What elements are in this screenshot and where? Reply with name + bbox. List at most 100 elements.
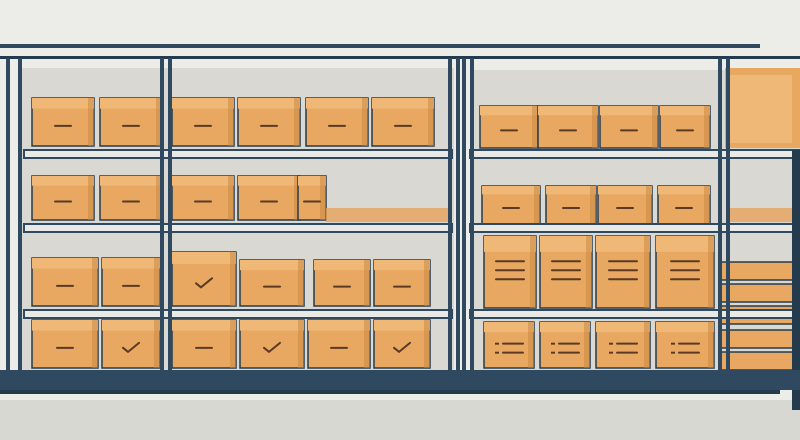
box-side-shade (428, 98, 434, 146)
box-side-shade (644, 322, 650, 368)
box-left-shelf2-3 (171, 175, 235, 221)
box-lid (238, 98, 300, 109)
box-lid (484, 322, 534, 333)
box-lid (32, 176, 94, 186)
box-lid (596, 236, 650, 252)
box-side-shade (88, 176, 94, 220)
box-side-shade (532, 106, 538, 148)
box-left-shelf3-3 (171, 251, 237, 307)
right-shelf-board-1 (469, 149, 800, 159)
box-right-shelf3-3 (595, 235, 651, 309)
box-side-shade (530, 236, 536, 308)
box-side-shade (320, 176, 326, 220)
box-left-shelf3-4 (239, 259, 305, 307)
box-left-shelf1-5 (305, 97, 369, 147)
box-check-mark (393, 341, 411, 354)
box-left-shelf2-1 (31, 175, 95, 221)
box-side-shade (364, 260, 370, 306)
right-unit-upright-4 (726, 58, 730, 388)
box-left-shelf4-6 (373, 319, 431, 369)
box-lid (658, 186, 710, 195)
box-side-shade (298, 320, 304, 368)
box-lid (540, 322, 590, 333)
box-lid (600, 106, 658, 116)
box-side-shade (652, 106, 658, 148)
box-left-shelf2-4 (237, 175, 301, 221)
box-left-shelf4-4 (239, 319, 305, 369)
box-lid (100, 176, 162, 186)
box-lid (374, 260, 430, 271)
box-lid (100, 98, 162, 109)
box-lid (172, 320, 236, 331)
box-lid (546, 186, 596, 195)
box-lid (660, 106, 710, 116)
box-lid (298, 176, 326, 186)
box-lid (240, 320, 304, 331)
box-right-shelf1-2 (537, 105, 599, 149)
ceiling-line (0, 44, 760, 48)
box-side-shade (590, 186, 596, 224)
box-right-shelf2-3 (597, 185, 653, 225)
box-side-shade (294, 98, 300, 146)
box-side-shade (528, 322, 534, 368)
box-check-mark (122, 341, 140, 354)
box-left-shelf1-4 (237, 97, 301, 147)
box-side-shade (298, 260, 304, 306)
box-lid (598, 186, 652, 195)
box-side-shade (424, 320, 430, 368)
box-right-shelf4-2 (539, 321, 591, 369)
box-lid (238, 176, 300, 186)
box-right-shelf1-1 (479, 105, 539, 149)
box-check-mark (263, 341, 281, 354)
box-left-shelf1-2 (99, 97, 163, 147)
box-lid (656, 322, 714, 333)
box-left-shelf4-3 (171, 319, 237, 369)
right-corner-box-face (730, 75, 792, 143)
right-unit-upright-2 (470, 58, 474, 388)
box-side-shade (584, 322, 590, 368)
box-side-shade (708, 236, 714, 308)
right-edge-post (792, 150, 800, 410)
box-left-shelf3-5 (313, 259, 371, 307)
left-unit-upright-2 (18, 58, 22, 388)
box-side-shade (92, 320, 98, 368)
box-side-shade (364, 320, 370, 368)
box-lid (482, 186, 540, 195)
flat-box-4 (719, 329, 799, 349)
box-right-shelf2-4 (657, 185, 711, 225)
box-side-shade (228, 176, 234, 220)
box-left-shelf3-6 (373, 259, 431, 307)
box-lid (374, 320, 430, 331)
box-lid (372, 98, 434, 109)
box-right-shelf3-2 (539, 235, 593, 309)
box-lid (308, 320, 370, 331)
box-side-shade (156, 98, 162, 146)
box-lid (306, 98, 368, 109)
box-left-shelf2-5 (297, 175, 327, 221)
left-shelf-board-1 (23, 149, 453, 159)
box-right-shelf4-1 (483, 321, 535, 369)
box-side-shade (534, 186, 540, 224)
box-side-shade (708, 322, 714, 368)
box-side-shade (154, 320, 160, 368)
right-shelf-board-3 (469, 309, 800, 319)
box-lid (172, 252, 236, 264)
left-unit-upright-3 (160, 58, 164, 388)
box-right-shelf1-3 (599, 105, 659, 149)
box-lid (32, 258, 98, 269)
top-rail-line (0, 56, 800, 59)
box-left-shelf1-6 (371, 97, 435, 147)
box-side-shade (154, 258, 160, 306)
box-lid (484, 236, 536, 252)
box-left-shelf3-2 (101, 257, 161, 307)
left-shelf-board-3 (23, 309, 453, 319)
box-lid (32, 98, 94, 109)
box-side-shade (228, 98, 234, 146)
left-unit-upright-6 (456, 58, 460, 388)
box-left-shelf4-2 (101, 319, 161, 369)
box-lid (540, 236, 592, 252)
box-side-shade (704, 106, 710, 148)
box-right-shelf4-4 (655, 321, 715, 369)
box-side-shade (424, 260, 430, 306)
